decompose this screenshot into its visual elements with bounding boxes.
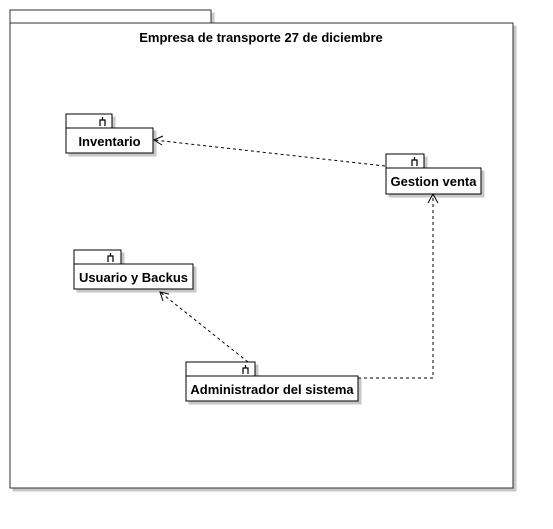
package-administrador[interactable]: Administrador del sistema (185, 361, 359, 402)
package-label-gestion-venta: Gestion venta (391, 174, 478, 189)
package-icon (242, 365, 249, 374)
package-inventario[interactable]: Inventario (65, 113, 154, 154)
package-icon (411, 157, 418, 166)
system-frame-title: Empresa de transporte 27 de diciembre (139, 30, 382, 45)
dependency-gestion-to-inventario (152, 135, 386, 167)
system-frame (9, 9, 514, 489)
arrowhead-icon (152, 135, 164, 146)
dependency-admin-to-usuario (159, 291, 249, 363)
package-icon (107, 253, 114, 262)
arrowhead-icon (159, 291, 170, 302)
package-label-usuario-backus: Usuario y Backus (79, 270, 188, 285)
package-icon (99, 117, 106, 126)
package-gestion-venta[interactable]: Gestion venta (385, 153, 482, 195)
package-label-inventario: Inventario (78, 134, 140, 149)
system-frame-tab (9, 9, 212, 24)
package-label-administrador: Administrador del sistema (190, 382, 354, 397)
package-usuario-backus[interactable]: Usuario y Backus (73, 249, 194, 290)
